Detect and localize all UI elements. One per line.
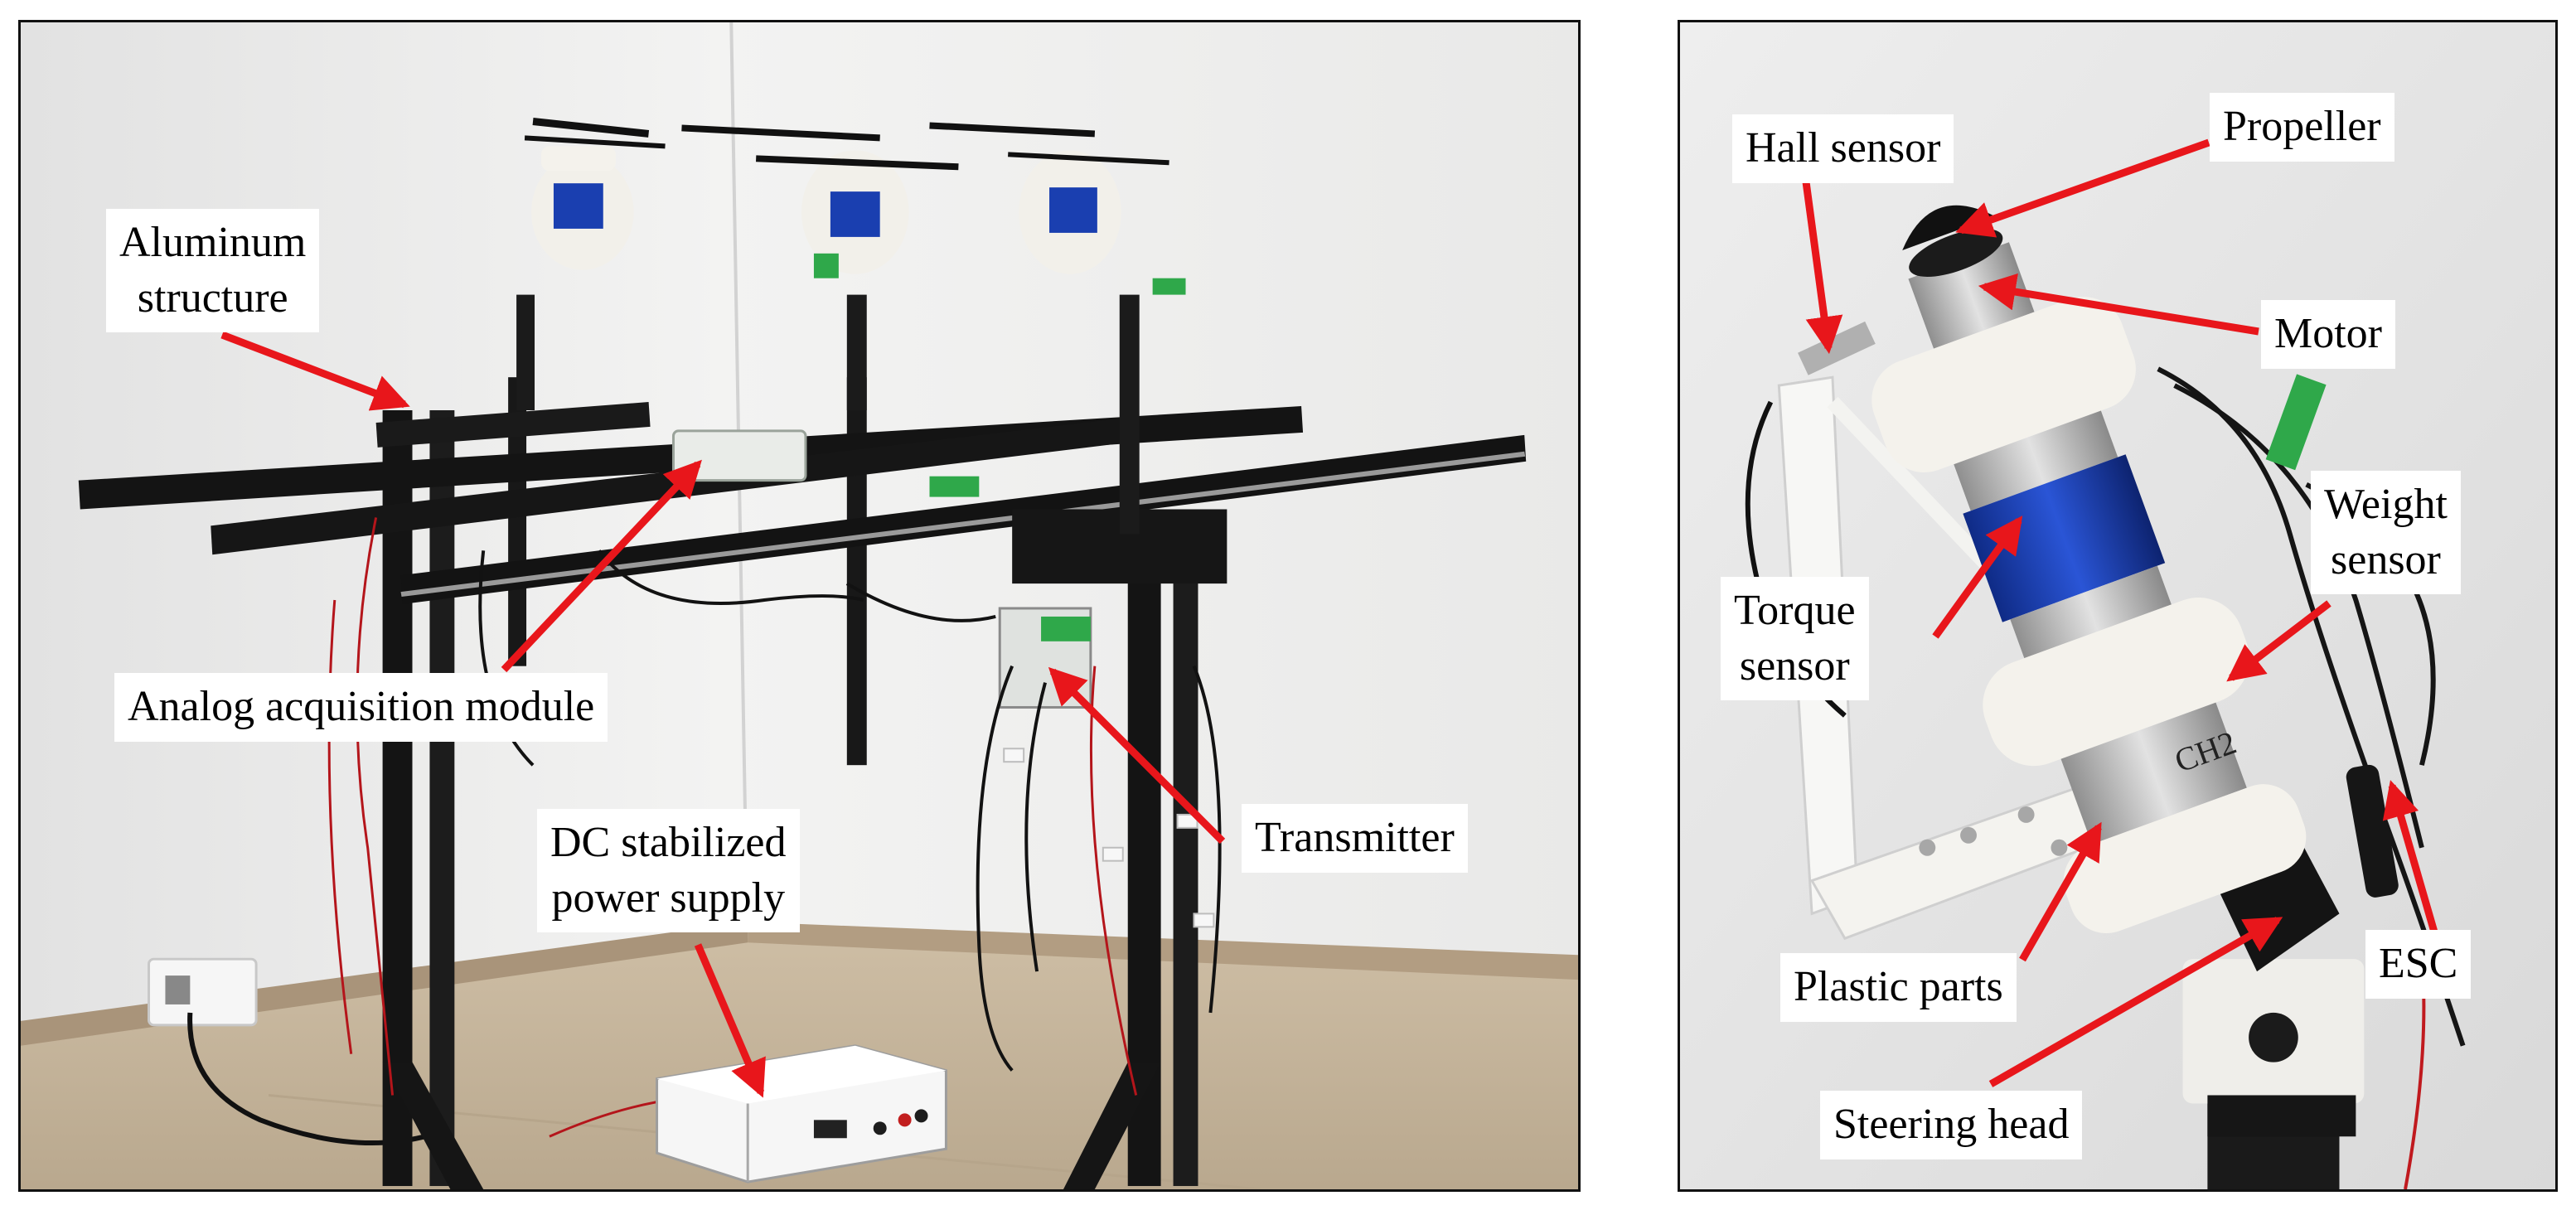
label-hall-sensor: Hall sensor: [1732, 114, 1954, 183]
left-photo-panel: [18, 20, 1581, 1192]
test-rig-photo: [21, 22, 1578, 1189]
label-aluminum-line2: structure: [137, 273, 288, 322]
label-weight-sensor: Weight sensor: [2311, 471, 2461, 595]
label-motor: Motor: [2261, 300, 2395, 369]
motor-tower-3: [929, 122, 1186, 535]
motor-tower-1: [516, 118, 666, 411]
label-plastic-parts: Plastic parts: [1780, 953, 2017, 1022]
motor-tower-2: [681, 124, 959, 411]
label-dc-line2: power supply: [551, 874, 786, 922]
label-steering-head: Steering head: [1820, 1091, 2083, 1159]
label-weight-line1: Weight: [2324, 481, 2448, 528]
label-torque-sensor: Torque sensor: [1721, 577, 1869, 701]
sensor-stack: CH2: [1871, 205, 2307, 934]
label-transmitter: Transmitter: [1242, 804, 1468, 873]
label-aluminum-line1: Aluminum: [119, 219, 307, 266]
label-propeller: Propeller: [2210, 93, 2394, 162]
label-dc-line1: DC stabilized: [550, 819, 787, 866]
label-aluminum-structure: Aluminum structure: [106, 209, 320, 333]
label-esc: ESC: [2365, 930, 2472, 999]
label-torque-line1: Torque: [1734, 587, 1856, 634]
label-torque-line2: sensor: [1739, 641, 1850, 690]
label-analog-acquisition-module: Analog acquisition module: [114, 673, 608, 742]
label-dc-stabilized-power-supply: DC stabilized power supply: [537, 809, 800, 933]
label-weight-line2: sensor: [2331, 535, 2441, 583]
